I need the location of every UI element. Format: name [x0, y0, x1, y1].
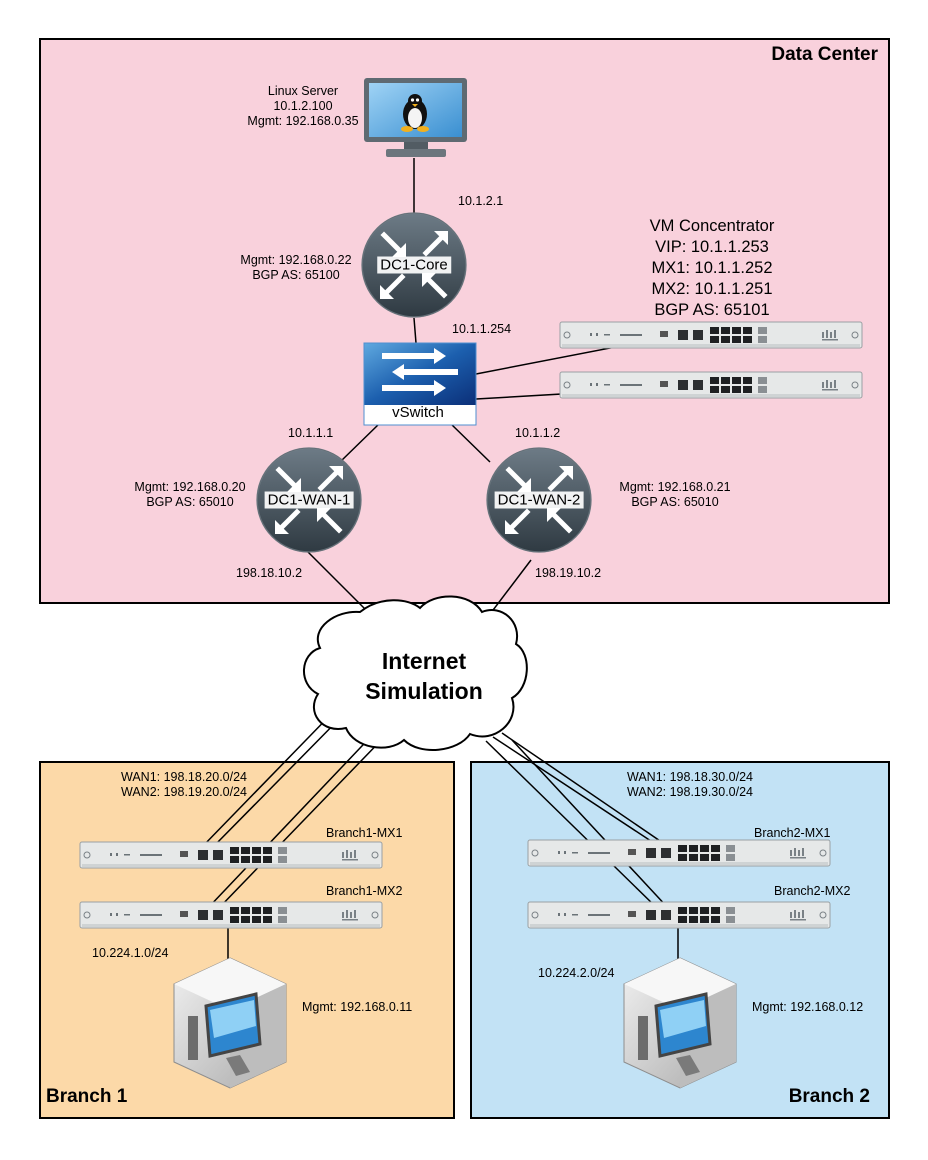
branch2-mx1-appliance-icon — [527, 839, 831, 867]
branch1-wan-block: WAN1: 198.18.20.0/24 WAN2: 198.19.20.0/2… — [121, 770, 247, 800]
dc1-wan1-mgmt-block: Mgmt: 192.168.0.20 BGP AS: 65010 — [134, 480, 245, 510]
link-internet-b1mx2-wan1 — [205, 726, 381, 911]
vm-concentrator-block: VM Concentrator VIP: 10.1.1.253 MX1: 10.… — [650, 216, 775, 321]
dc1-wan1-mgmt: Mgmt: 192.168.0.20 — [134, 480, 246, 494]
dc1-wan2-bgp: BGP AS: 65010 — [631, 495, 719, 509]
dc1-wan2-mgmt: Mgmt: 192.168.0.21 — [619, 480, 731, 494]
link-internet-b2mx2-wan1 — [485, 740, 659, 910]
branch2-wan-block: WAN1: 198.18.30.0/24 WAN2: 198.19.30.0/2… — [627, 770, 753, 800]
branch1-mx2-appliance-icon — [79, 901, 383, 929]
internet-cloud-label: Internet Simulation — [365, 646, 483, 706]
branch2-title: Branch 2 — [788, 1086, 870, 1107]
link-internet-b1mx1-wan1 — [200, 702, 343, 849]
dc1-wan2-wan-ip: 198.19.10.2 — [535, 566, 602, 580]
dc1-wan2-lan-ip: 10.1.1.2 — [515, 426, 561, 440]
link-vswitch-wan1 — [339, 422, 381, 463]
internet-line1: Internet — [381, 648, 467, 674]
vm-concentrator-mx2-appliance-icon — [559, 371, 863, 399]
branch2-lan-subnet: 10.224.2.0/24 — [538, 966, 615, 980]
dc1-core-mgmt-block: Mgmt: 192.168.0.22 BGP AS: 65100 — [240, 253, 351, 283]
dc1-core-label: DC1-Core — [377, 256, 451, 274]
branch2-mx2-appliance-icon — [527, 901, 831, 929]
link-internet-b2mx2-wan2 — [511, 739, 670, 910]
branch1-title: Branch 1 — [46, 1086, 128, 1107]
branch2-wan1: WAN1: 198.18.30.0/24 — [626, 770, 754, 784]
vswitch-label: vSwitch — [392, 404, 444, 421]
branch2-pc-mgmt: Mgmt: 192.168.0.12 — [752, 1000, 864, 1014]
link-internet-b2mx1-wan1 — [492, 736, 658, 846]
dc1-wan1-bgp: BGP AS: 65010 — [146, 495, 234, 509]
linux-server-ip: 10.1.2.100 — [273, 99, 333, 113]
link-internet-b1mx2-wan2 — [216, 730, 391, 911]
branch1-virtual-pc-icon — [173, 957, 287, 1089]
vswitch-icon — [363, 342, 477, 426]
link-internet-b1mx1-wan2 — [211, 707, 351, 849]
vm-concentrator-mx2-ip: MX2: 10.1.1.251 — [651, 280, 773, 298]
dc1-wan1-wan-ip: 198.18.10.2 — [236, 566, 303, 580]
network-links — [200, 158, 679, 960]
branch1-mx1-appliance-icon — [79, 841, 383, 869]
link-internet-b2mx1-wan2 — [501, 732, 667, 846]
dc1-wan1-label: DC1-WAN-1 — [264, 491, 354, 509]
cloud-icon — [303, 595, 528, 751]
branch1-wan2: WAN2: 198.19.20.0/24 — [120, 785, 248, 799]
core-vswitch-link-ip: 10.1.1.254 — [452, 322, 512, 336]
vm-concentrator-mx1-appliance-icon — [559, 321, 863, 349]
link-wan1-internet — [307, 551, 367, 611]
internet-line2: Simulation — [365, 678, 483, 704]
linux-monitor-icon — [364, 78, 467, 157]
branch1-pc-mgmt: Mgmt: 192.168.0.11 — [302, 1000, 413, 1014]
data-center-title: Data Center — [771, 44, 878, 65]
vm-concentrator-title: VM Concentrator — [649, 217, 775, 235]
branch2-zone — [470, 761, 890, 1119]
vm-concentrator-mx1-ip: MX1: 10.1.1.252 — [651, 259, 773, 277]
branch2-virtual-pc-icon — [623, 957, 737, 1089]
linux-server-label: Linux Server 10.1.2.100 Mgmt: 192.168.0.… — [247, 84, 358, 129]
branch2-mx2-label: Branch2-MX2 — [774, 884, 851, 898]
branch2-wan2: WAN2: 198.19.30.0/24 — [626, 785, 754, 799]
vm-concentrator-vip: VIP: 10.1.1.253 — [655, 238, 769, 256]
linux-server-name: Linux Server — [267, 84, 339, 98]
branch1-mx2-label: Branch1-MX2 — [326, 884, 403, 898]
dc1-wan2-label: DC1-WAN-2 — [494, 491, 584, 509]
branch2-mx1-label: Branch2-MX1 — [754, 826, 831, 840]
branch1-wan1: WAN1: 198.18.20.0/24 — [120, 770, 248, 784]
branch1-mx1-label: Branch1-MX1 — [326, 826, 403, 840]
vm-concentrator-bgp: BGP AS: 65101 — [654, 301, 770, 319]
dc1-core-mgmt: Mgmt: 192.168.0.22 — [240, 253, 352, 267]
dc1-wan1-lan-ip: 10.1.1.1 — [288, 426, 334, 440]
core-server-link-ip: 10.1.2.1 — [458, 194, 504, 208]
dc1-core-bgp: BGP AS: 65100 — [252, 268, 340, 282]
dc1-wan2-mgmt-block: Mgmt: 192.168.0.21 BGP AS: 65010 — [619, 480, 730, 510]
branch1-lan-subnet: 10.224.1.0/24 — [92, 946, 169, 960]
link-core-vswitch — [413, 317, 417, 344]
link-vswitch-wan2 — [449, 422, 491, 463]
linux-server-mgmt: Mgmt: 192.168.0.35 — [247, 114, 359, 128]
